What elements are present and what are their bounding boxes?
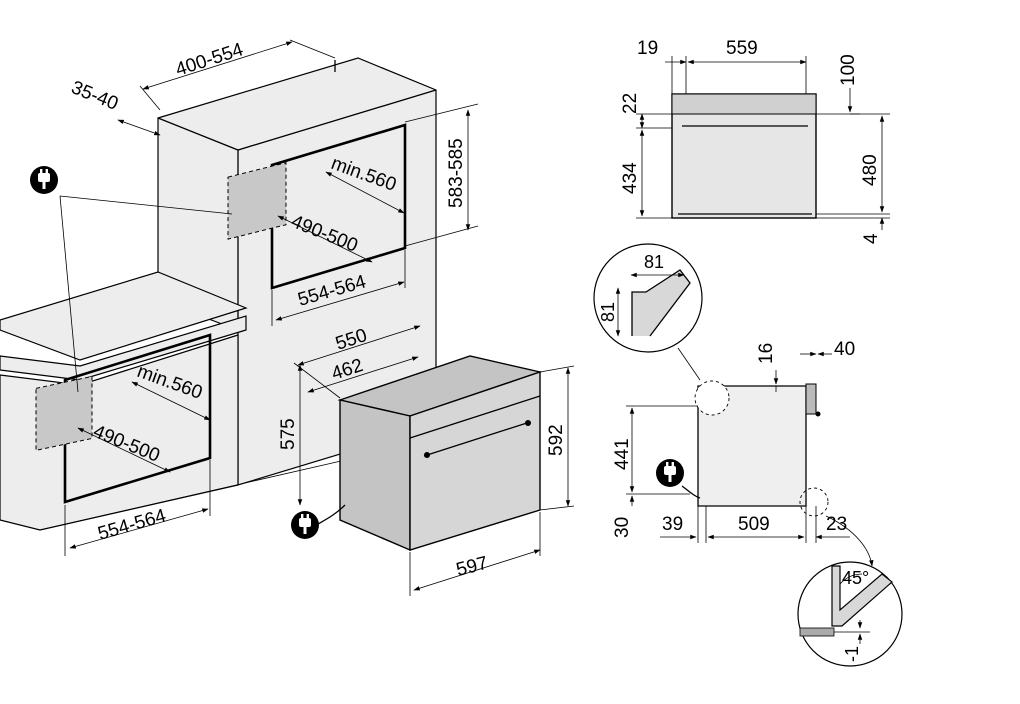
front-width-label: 559: [726, 38, 758, 59]
oven-front-width-label: 597: [454, 553, 490, 581]
side-view: 16 40 441 30 39 509 23: [612, 339, 874, 567]
side-front-label: 23: [826, 514, 847, 535]
side-top-gap-label: 16: [756, 343, 777, 364]
side-door-label: 40: [834, 339, 855, 360]
upper-socket-area: [227, 162, 287, 240]
front-panel: [671, 93, 817, 219]
oven-body-height-label: 575: [278, 418, 299, 450]
oven-plug-icon: [291, 511, 319, 539]
oven-front-height-label: 592: [546, 424, 567, 456]
front-view: 19 559 100 22 434 480 4: [620, 38, 890, 244]
front-body-height-label: 434: [620, 162, 641, 194]
side-height-label: 441: [612, 438, 633, 470]
cabinet-depth-label: 400-554: [173, 39, 246, 81]
front-handle-offset-label: 22: [620, 93, 641, 114]
front-side-label: 19: [637, 38, 658, 59]
power-plug-icon: [30, 166, 58, 194]
upper-niche: [270, 123, 407, 290]
countertop: [0, 271, 248, 361]
side-depth-label: 509: [738, 514, 770, 535]
top-corner-detail: 81 81: [593, 243, 703, 381]
detail-angle-label: 45°: [842, 568, 869, 588]
oven-isometric: 550 462 575 592 597: [278, 325, 575, 596]
front-niche-height-label: 480: [860, 154, 881, 186]
detail-top-height-label: 81: [598, 302, 618, 322]
front-bottom-label: 4: [861, 233, 882, 244]
front-top-offset-label: 100: [838, 54, 859, 86]
detail-top-width-label: 81: [644, 252, 664, 272]
upper-niche-height-label: 583-585: [446, 138, 467, 208]
side-plug-icon: [656, 459, 684, 487]
lower-socket-area: [35, 375, 93, 451]
detail-offset-label: -1: [842, 646, 862, 662]
rear-gap-label: 35-40: [68, 77, 121, 115]
bottom-corner-detail: 45° -1: [797, 561, 903, 667]
side-rear-label: 39: [662, 514, 683, 535]
lower-niche: [63, 333, 212, 504]
side-base-label: 30: [612, 517, 633, 538]
